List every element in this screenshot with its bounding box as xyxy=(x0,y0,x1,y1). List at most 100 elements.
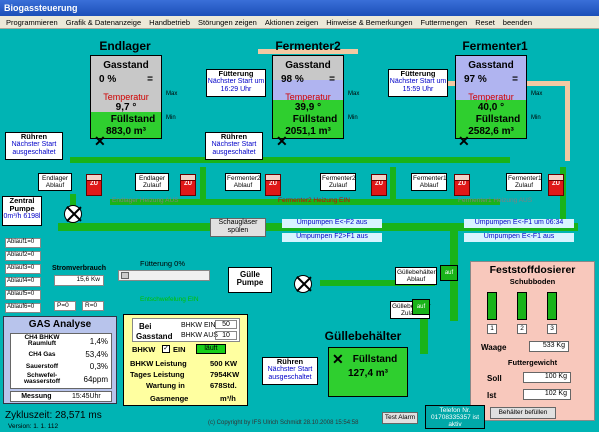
gas-analyse-title: GAS Analyse xyxy=(28,319,92,330)
zentral-valve[interactable] xyxy=(64,205,82,223)
gas-row-value: 1,4% xyxy=(89,336,108,346)
window-title-bar: Biogassteuerung xyxy=(0,0,599,16)
footer-date: 28.10.2008 xyxy=(303,420,334,426)
umpumpen-e-f2[interactable]: Umpumpen E<-F2 aus xyxy=(282,219,382,228)
ruehren-f2-text: Nächster Start ausgeschaltet xyxy=(211,141,257,156)
window-title: Biogassteuerung xyxy=(4,3,78,13)
menu-futtermengen[interactable]: Futtermengen xyxy=(420,18,468,27)
gas-row-label: CH4 Gas xyxy=(28,350,56,358)
fuetterung-f2-box[interactable]: Fütterung Nächster Start um 16:29 Uhr xyxy=(206,69,266,97)
fermenter2-gas-label: Gasstand xyxy=(285,60,331,71)
schubboden-box-2[interactable]: 2 xyxy=(517,324,527,334)
fuetterung-f1-title: Fütterung xyxy=(400,69,436,78)
guelle-ablauf-valve[interactable]: auf xyxy=(440,265,458,281)
menu-grafik[interactable]: Grafik & Datenanzeige xyxy=(65,18,142,27)
fuetterung-f1-box[interactable]: Fütterung Nächster Start um 15:59 Uhr xyxy=(388,69,448,97)
fermenter2-heizung: Fermenter2 Heizung EIN xyxy=(278,197,350,204)
fermenter1-stirrer-icon: ✕ xyxy=(458,133,470,149)
menu-beenden[interactable]: beenden xyxy=(502,18,532,27)
endlager-ablauf-pump[interactable]: ZU xyxy=(86,174,102,196)
menu-stoerungen[interactable]: Störungen zeigen xyxy=(198,18,257,27)
r-value: R=0 xyxy=(82,301,104,311)
endlager-zulauf-pump[interactable]: ZU xyxy=(180,174,196,196)
f2-ablauf-label: Fermenter2 Ablauf xyxy=(225,173,261,191)
f1-zulauf-pump[interactable]: ZU xyxy=(548,174,564,196)
fermenter1-tank: Gasstand 97 % = Temperatur 40,0 ° Füllst… xyxy=(455,55,527,139)
menu-bar: Programmieren Grafik & Datenanzeige Hand… xyxy=(0,16,599,29)
behaelter-befuellen-button[interactable]: Behälter befüllen xyxy=(490,407,556,419)
ist-value: 102 Kg xyxy=(523,389,571,400)
pipe-guelle-ablauf xyxy=(420,314,428,354)
bhkw-ein-input[interactable]: 50 xyxy=(215,320,237,329)
fuetterung-slider-thumb[interactable] xyxy=(121,272,129,279)
umpumpen-f2-f1[interactable]: Umpumpen F2>F1 aus xyxy=(282,233,382,242)
ruehren-guelle-text: Nächster Start ausgeschaltet xyxy=(267,366,313,381)
pipe-f1-down xyxy=(390,167,396,203)
bhkw-gasstand-box: Bei Gasstand BHKW EIN BHKW AUS 50 10 xyxy=(132,318,240,342)
endlager-fill xyxy=(91,112,161,138)
gas-pipe-top xyxy=(258,49,358,54)
gas-messung-label: Messung xyxy=(21,393,52,400)
guelle-fill-label: Füllstand xyxy=(352,354,398,365)
p-value: P=0 xyxy=(54,301,76,311)
gas-row-value: 53,4% xyxy=(85,349,108,359)
f1-zulauf-label: Fermenter1 Zulauf xyxy=(506,173,542,191)
copyright-label: (c) Copyright by IFS Ulrich Schmidt xyxy=(208,420,302,426)
bhkw-aus-input[interactable]: 10 xyxy=(215,331,237,340)
schubboden-bar-1 xyxy=(487,292,497,320)
menu-handbetrieb[interactable]: Handbetrieb xyxy=(149,18,191,27)
bhkw-ein-checkbox[interactable]: ✓ xyxy=(162,345,170,353)
pipe-top xyxy=(70,157,510,163)
fuetterung-f2-text: Nächster Start um 16:29 Uhr xyxy=(207,78,265,93)
f2-zulauf-pump[interactable]: ZU xyxy=(371,174,387,196)
f2-ablauf-pump[interactable]: ZU xyxy=(265,174,281,196)
waage-label: Waage xyxy=(481,343,507,352)
guelle-valve[interactable] xyxy=(294,275,312,293)
fermenter1-min: Min xyxy=(531,115,541,121)
ruehren-f2-box[interactable]: Rühren Nächster Start ausgeschaltet xyxy=(205,132,263,160)
guelle-title: Güllebehälter xyxy=(324,329,402,343)
f2-zulauf-label: Fermenter2 Zulauf xyxy=(320,173,356,191)
menu-programmieren[interactable]: Programmieren xyxy=(6,18,58,27)
gas-analyse-table: CH4 BHKW Raumluft 1,4% CH4 Gas 53,4% Sau… xyxy=(10,333,112,389)
umpumpen-e-f1[interactable]: Umpumpen E<-F1 aus xyxy=(464,233,574,242)
endlager-eq: = xyxy=(147,74,153,85)
zentral-pumpe-box[interactable]: Zentral Pumpe 0m³/h 6198l xyxy=(2,196,42,226)
f1-ablauf-pump[interactable]: ZU xyxy=(454,174,470,196)
test-alarm-button[interactable]: Test Alarm xyxy=(382,412,418,424)
ruehren-guelle-title: Rühren xyxy=(276,357,304,366)
ablauf-item: Ablauf4=0 xyxy=(5,277,41,287)
fermenter1-temp-value: 40,0 ° xyxy=(477,102,505,113)
ablauf-item: Ablauf2=0 xyxy=(5,251,41,261)
schubboden-box-3[interactable]: 3 xyxy=(547,324,557,334)
fermenter2-max: Max xyxy=(348,91,360,97)
soll-label: Soll xyxy=(487,374,502,383)
endlager-heizung: Endlager Heizung AUS xyxy=(112,197,179,204)
fuetterung-slider[interactable] xyxy=(118,270,210,281)
gas-row-label: CH4 BHKW Raumluft xyxy=(24,334,60,347)
guelle-pumpe-box[interactable]: Gülle Pumpe xyxy=(228,267,272,293)
schubboden-box-1[interactable]: 1 xyxy=(487,324,497,334)
zykluszeit-value: 28,571 ms xyxy=(55,410,102,421)
guelle-zulauf-valve[interactable]: auf xyxy=(412,299,430,315)
schauglaeser-button[interactable]: Schaugläser spülen xyxy=(210,218,266,237)
fermenter2-title: Fermenter2 xyxy=(275,39,341,53)
bhkw-gasstand: Gasstand xyxy=(136,332,173,341)
fermenter2-min: Min xyxy=(348,115,358,121)
ruehren-endlager-box[interactable]: Rühren Nächster Start ausgeschaltet xyxy=(5,132,63,160)
menu-hinweise[interactable]: Hinweise & Bemerkungen xyxy=(326,18,413,27)
zykluszeit-label: Zykluszeit: 28,571 ms xyxy=(5,410,102,421)
version-text: Version: 1. 1. 112 xyxy=(8,423,59,430)
bhkw-ein-label: BHKW EIN xyxy=(181,322,216,329)
ruehren-guelle-box[interactable]: Rühren Nächster Start ausgeschaltet xyxy=(262,357,318,385)
menu-aktionen[interactable]: Aktionen zeigen xyxy=(264,18,319,27)
menu-reset[interactable]: Reset xyxy=(475,18,495,27)
umpumpen-e-f1-time[interactable]: Umpumpen E<-F1 um 06:34 xyxy=(464,219,574,228)
ruehren-f2-title: Rühren xyxy=(220,132,248,141)
ablauf-item: Ablauf5=0 xyxy=(5,290,41,300)
fermenter2-eq: = xyxy=(329,74,335,85)
zentral-pumpe-rate: 0m³/h 6198l xyxy=(3,213,41,220)
soll-value[interactable]: 100 Kg xyxy=(523,372,571,383)
futtergewicht-label: Futtergewicht xyxy=(507,358,558,367)
endlager-stirrer-icon: ✕ xyxy=(94,133,106,149)
